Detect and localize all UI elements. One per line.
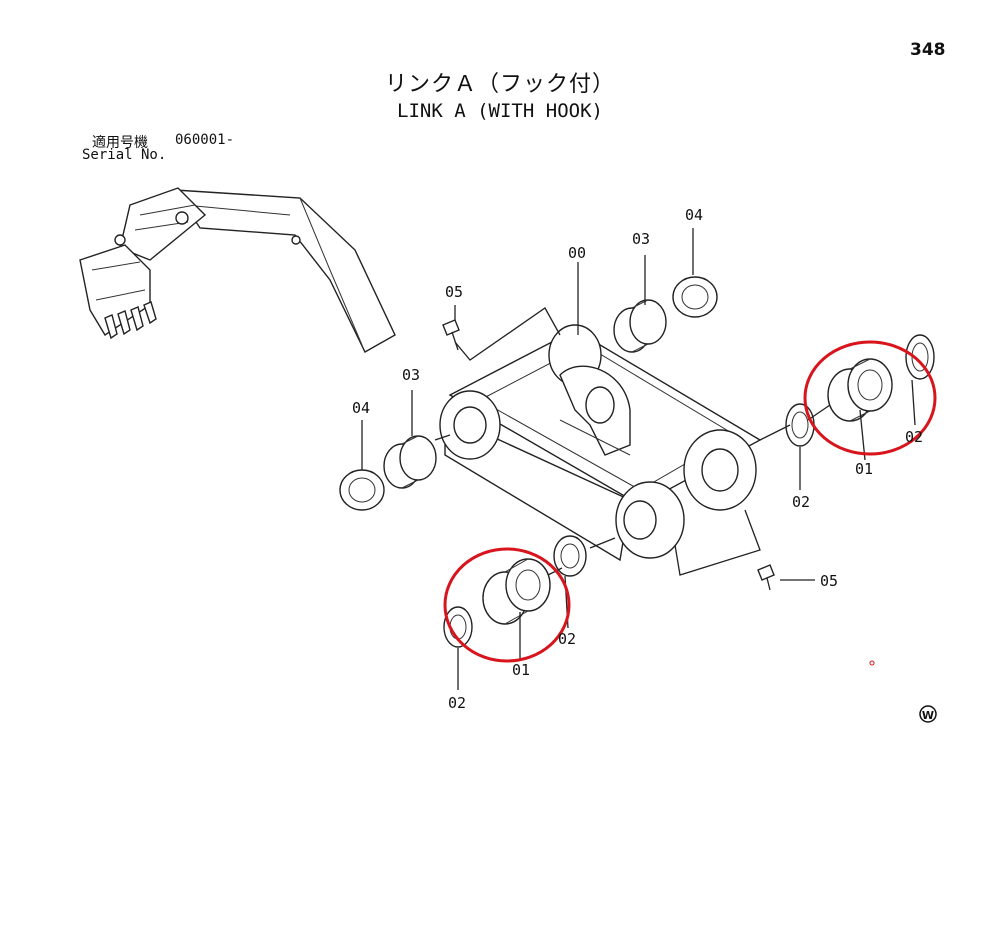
page-number: 348 [910,40,946,60]
callout-03-left: 03 [402,366,420,384]
callout-01-right: 01 [855,460,873,478]
callout-02-far-right: 02 [905,428,923,446]
callout-05-bottom: 05 [820,572,838,590]
callout-02-mid: 02 [558,630,576,648]
serial-value: 060001- [175,132,235,148]
bushing-01-left [482,558,551,625]
callout-04-left: 04 [352,399,370,417]
callout-04-top: 04 [685,206,703,224]
serial-label-en: Serial No. [82,147,167,163]
seal-rings-04 [339,276,718,511]
page-title-jp: リンクＡ（フック付） [384,72,615,97]
callout-03-top: 03 [632,230,650,248]
highlight-circle-right [803,340,937,456]
svg-text:W: W [922,709,934,722]
page-title-en: LINK A (WITH HOOK) [397,100,603,122]
callout-02-right: 02 [792,493,810,511]
serial-label-jp: 適用号機 [92,135,148,151]
grease-fittings-05 [442,319,775,591]
bushing-01-right [827,358,893,422]
red-dot-mark [869,660,875,666]
highlight-circle-left [443,547,571,663]
callout-05-top: 05 [445,283,463,301]
excavator-arm-thumbnail [79,187,396,353]
callout-00: 00 [568,244,586,262]
w-logo-mark: W [919,705,937,723]
bushings-03 [383,299,667,489]
callout-01-left: 01 [512,661,530,679]
link-body-part-00 [439,324,762,562]
callout-02-left: 02 [448,694,466,712]
